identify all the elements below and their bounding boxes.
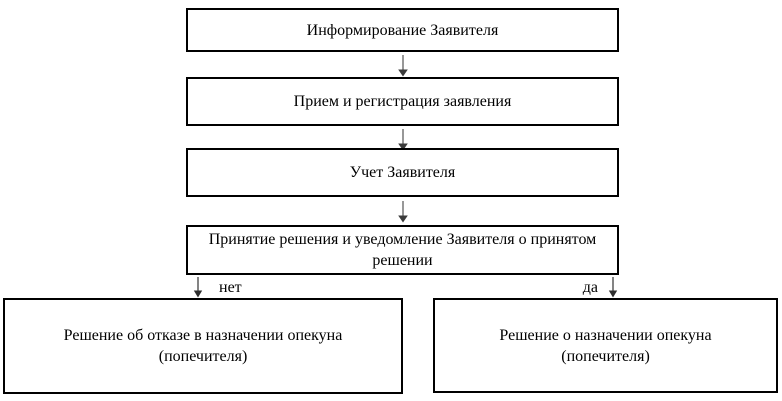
down-arrow-icon: [396, 201, 410, 223]
flow-box-decision-label: Принятие решения и уведомление Заявителя…: [208, 231, 597, 269]
down-arrow-icon: [192, 277, 204, 298]
flow-box-refuse: Решение об отказе в назначении опекуна (…: [3, 298, 403, 394]
down-arrow-icon: [396, 129, 410, 151]
down-arrow-icon: [396, 55, 410, 77]
flow-box-refuse-label: Решение об отказе в назначении опекуна (…: [63, 327, 343, 365]
branch-yes-label: да: [582, 279, 598, 296]
flow-box-appoint: Решение о назначении опекуна (попечителя…: [433, 298, 778, 393]
flow-box-inform-label: Информирование Заявителя: [306, 21, 499, 39]
flow-box-record-label: Учет Заявителя: [349, 164, 456, 181]
branch-no-label: нет: [219, 279, 242, 296]
flow-box-decision: Принятие решения и уведомление Заявителя…: [186, 225, 619, 275]
flow-box-appoint-label: Решение о назначении опекуна (попечителя…: [499, 326, 712, 365]
flow-box-inform: Информирование Заявителя: [186, 8, 619, 52]
down-arrow-icon: [607, 277, 619, 298]
flow-box-intake: Прием и регистрация заявления: [186, 77, 619, 126]
flow-box-intake-label: Прием и регистрация заявления: [293, 93, 512, 110]
branch-no: нет: [192, 277, 242, 298]
flow-box-record: Учет Заявителя: [186, 148, 619, 197]
branch-yes: да: [540, 277, 619, 298]
